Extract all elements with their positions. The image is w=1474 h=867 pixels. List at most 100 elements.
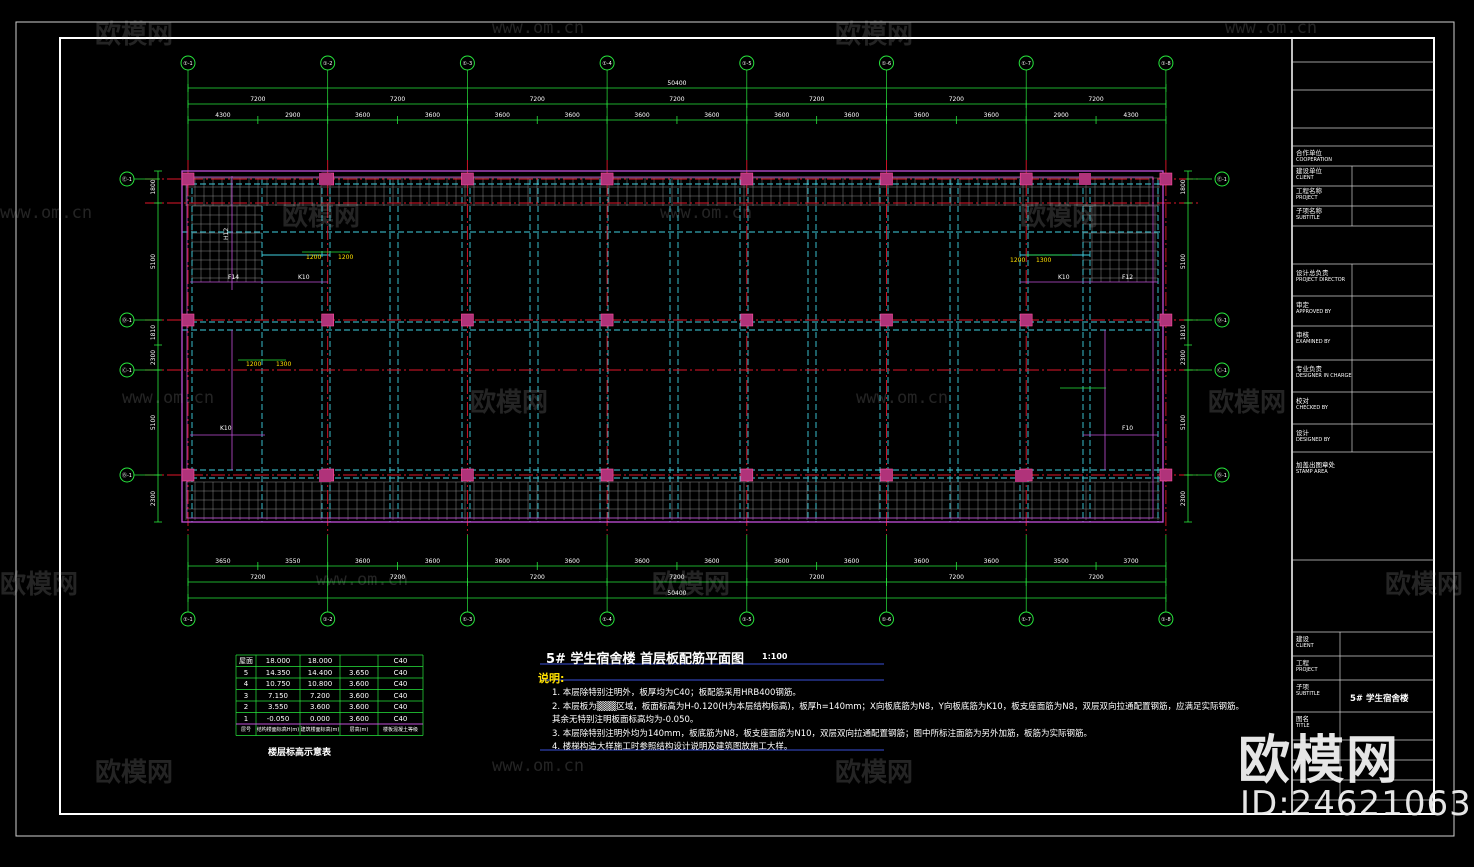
table-cell: 14.400: [307, 668, 333, 677]
axis-bubble: [119, 362, 135, 378]
dim-label: 4300: [215, 112, 230, 119]
table-cell: C40: [393, 668, 408, 677]
axis-bubble-label: ①-5: [742, 61, 751, 67]
dim-label: 2900: [1053, 112, 1068, 119]
dim-label: 1800: [1180, 179, 1187, 194]
dim-label: 3700: [1123, 558, 1138, 565]
plan-label: F14: [228, 274, 239, 281]
column: [181, 468, 195, 482]
column: [1159, 172, 1173, 186]
column: [740, 313, 754, 327]
column: [461, 313, 474, 327]
dim-label: 2900: [285, 112, 300, 119]
axis-bubble: [879, 55, 894, 71]
table-cell: C40: [393, 714, 408, 723]
table-cell: -0.050: [266, 714, 290, 723]
axis-bubble: [320, 55, 336, 71]
dim-label: 7200: [949, 574, 964, 581]
table-cell: 1: [243, 714, 249, 723]
note-item: 1. 本层除特别注明外，板厚均为C40；板配筋采用HRB400钢筋。: [552, 688, 801, 698]
table-cell: C40: [393, 657, 408, 665]
table-cell: 3.600: [309, 703, 331, 711]
column: [880, 313, 893, 327]
column: [880, 172, 893, 186]
axis-bubble: [119, 312, 135, 328]
axis-bubble-label: Ⓒ-1: [122, 367, 132, 374]
dim-label: 3600: [704, 112, 719, 119]
table-cell: 18.000: [307, 657, 333, 665]
notes-heading: 说明:: [538, 672, 565, 685]
plan-label: 1300: [1036, 257, 1051, 264]
axis-bubble: [119, 171, 135, 187]
table-cell: 3.600: [348, 680, 370, 688]
axis-bubble: [1158, 55, 1174, 71]
axis-bubble-label: ①-6: [882, 617, 891, 623]
axis-bubble: [739, 611, 755, 627]
dim-label: 3600: [425, 558, 440, 565]
subtitle-value: 5# 学生宿舍楼: [1350, 694, 1409, 704]
plan-label: K10: [298, 274, 310, 281]
axis-bubble-label: Ⓔ-1: [122, 176, 132, 183]
axis-bubble: [1214, 467, 1230, 483]
floor-table-lines: [235, 654, 884, 751]
slab-inner-outline: [186, 176, 1154, 519]
axis-bubble: [180, 55, 196, 71]
table-cell: 0.000: [309, 714, 331, 723]
table-cell: 14.350: [265, 668, 291, 677]
column-layer: [181, 172, 1173, 482]
dim-label: 7200: [390, 574, 405, 581]
dim-label: 3600: [984, 112, 999, 119]
axis-bubble: [599, 611, 615, 627]
dim-label: 7200: [390, 96, 405, 103]
dim-label: 3550: [285, 558, 300, 565]
outer-frame: [15, 21, 1455, 837]
watermark-brand-large: 欧模网: [1238, 731, 1401, 791]
axis-bubble-label: ①-7: [1021, 61, 1030, 67]
table-cell: 10.750: [265, 680, 291, 688]
dim-label: 7200: [669, 96, 684, 103]
drawing-title: 5# 学生宿舍楼 首层板配筋平面图: [546, 652, 744, 667]
axis-bubble-label: Ⓔ-1: [1217, 176, 1227, 183]
axis-bubble-label: ①-1: [183, 61, 192, 67]
axis-bubble: [1214, 362, 1230, 378]
dim-label: 3650: [215, 558, 230, 565]
column: [1159, 313, 1173, 327]
axis-grid-layer: [145, 160, 1200, 535]
table-cell: 4: [243, 680, 249, 688]
table-cell: C40: [393, 691, 408, 700]
column: [181, 313, 195, 327]
dim-label: 7200: [530, 574, 545, 581]
axis-bubble-label: ①-5: [742, 617, 751, 623]
note-item: 2. 本层板为▒▒▒区域，板面标高为H-0.120(H为本层结构标高)，板厚h=…: [552, 702, 1244, 712]
table-cell: 3.550: [267, 703, 289, 711]
dim-label: 3600: [634, 558, 649, 565]
dim-label: 1800: [150, 179, 157, 194]
table-cell: 10.800: [307, 680, 333, 688]
dim-label: 7200: [250, 96, 265, 103]
plan-label: 1200: [338, 254, 353, 261]
table-cell: 屋面: [239, 657, 253, 665]
note-item: 3. 本层除特别注明外均为140mm，板底筋为N8，板支座面筋为N10，双层双向…: [552, 729, 1093, 739]
inner-frame: [59, 37, 1435, 815]
table-cell: 3.600: [348, 703, 370, 711]
axis-bubble: [879, 611, 894, 627]
table-cell: 7.200: [309, 691, 331, 700]
table-cell: 3: [243, 691, 249, 700]
dim-label: 5100: [1180, 415, 1187, 430]
axis-bubble-label: ①-3: [463, 61, 472, 67]
axis-bubble-label: Ⓒ-1: [1217, 367, 1227, 374]
column: [600, 313, 614, 327]
axis-bubble: [180, 611, 196, 627]
plan-label: 1200: [246, 361, 261, 368]
dim-label: 7200: [250, 574, 265, 581]
dim-label: 1810: [1180, 325, 1187, 340]
dim-label: 7200: [669, 574, 684, 581]
